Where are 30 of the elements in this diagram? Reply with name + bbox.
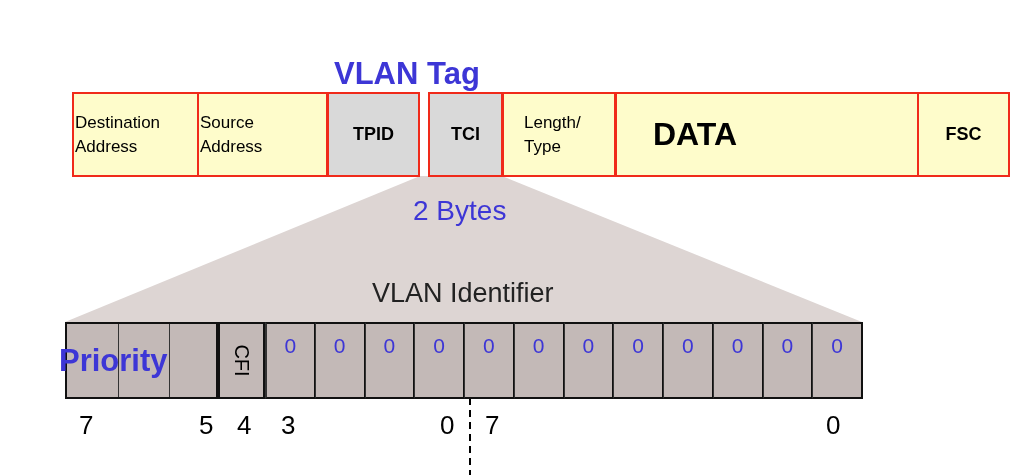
- bit-field: 0: [265, 322, 316, 399]
- bit-field: 0: [812, 322, 863, 399]
- bit-number: 3: [281, 410, 296, 441]
- frame-field: Destination Address: [72, 92, 199, 177]
- bit-field: 0: [563, 322, 615, 399]
- size-label: 2 Bytes: [413, 195, 507, 227]
- frame-field: FSC: [917, 92, 1010, 177]
- frame-field: DATA: [615, 92, 919, 177]
- bit-field: 0: [513, 322, 565, 399]
- bit-number: 7: [79, 410, 94, 441]
- bit-number: 7: [485, 410, 500, 441]
- frame-field: TCI: [428, 92, 503, 177]
- bit-field: 0: [613, 322, 664, 399]
- bit-field: 0: [762, 322, 814, 399]
- frame-field: Source Address: [197, 92, 328, 177]
- bit-number: 0: [826, 410, 841, 441]
- bit-number: 5: [199, 410, 214, 441]
- bit-field: 0: [314, 322, 366, 399]
- frame-field: Length/ Type: [502, 92, 616, 177]
- field-heading: VLAN Identifier: [372, 278, 554, 309]
- bit-number: 0: [440, 410, 455, 441]
- frame-field: TPID: [327, 92, 420, 177]
- bit-field: 0: [364, 322, 416, 399]
- tag-heading: VLAN Tag: [334, 56, 480, 92]
- bit-field: CFI: [218, 322, 267, 399]
- bit-field: 0: [712, 322, 764, 399]
- bit-field: 0: [663, 322, 714, 399]
- bit-number: 4: [237, 410, 252, 441]
- bit-field: 0: [464, 322, 515, 399]
- bit-field: 0: [414, 322, 465, 399]
